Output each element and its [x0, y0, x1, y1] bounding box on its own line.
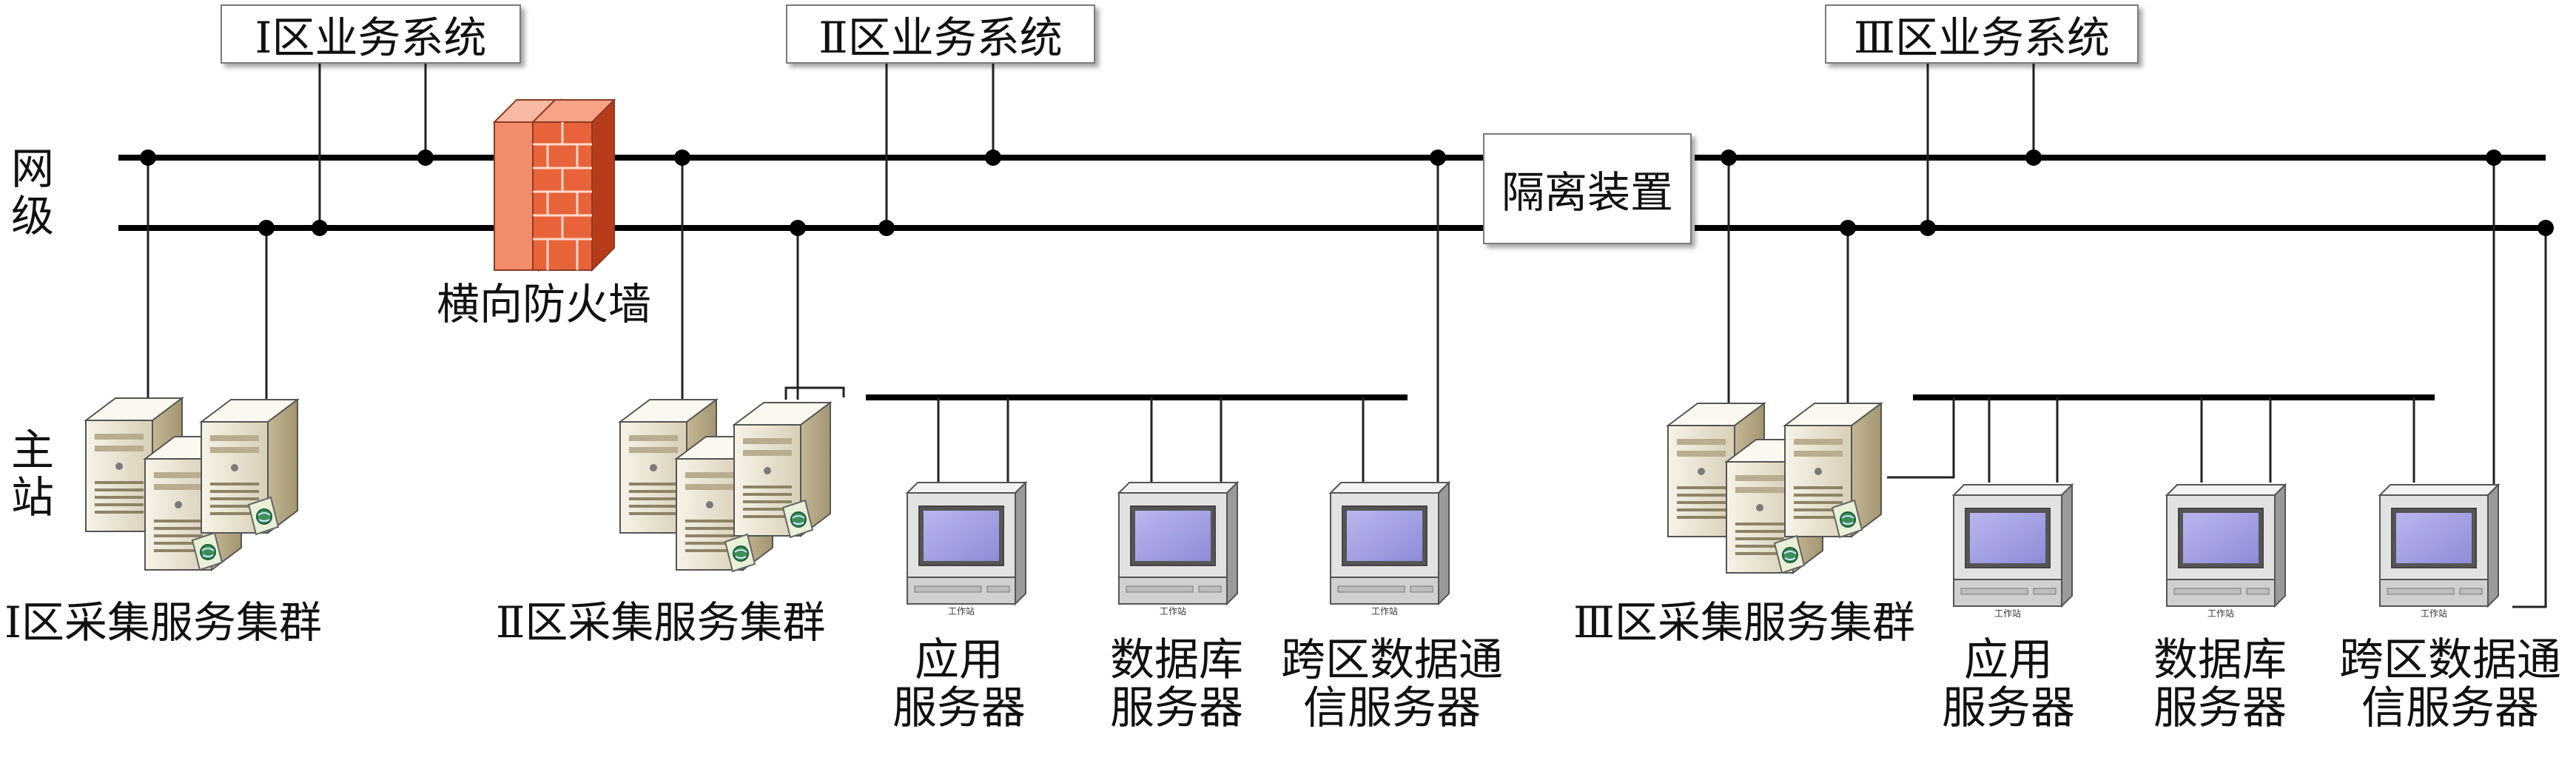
- workstation-icon: [1953, 484, 2073, 619]
- zone3-cluster-label: Ⅲ区采集服务集群: [1573, 597, 1915, 648]
- firewall-icon: [492, 98, 616, 272]
- cross-zone-server-label: 跨区数据通 信服务器: [1281, 634, 1503, 734]
- server-tower-icon: [1784, 403, 1882, 537]
- connector-lines: [147, 53, 2547, 608]
- server-cluster-zone3: [1667, 403, 1882, 574]
- workstation-icon: [2166, 484, 2286, 619]
- zone1-system-box: Ⅰ区业务系统: [221, 4, 521, 64]
- master-station-label: 主 站: [10, 425, 54, 523]
- network-level-label: 网 级: [10, 144, 54, 241]
- cross-zone-server-label-zone3: 跨区数据通 信服务器: [2339, 634, 2561, 734]
- zone3-system-label: Ⅲ区业务系统: [1854, 13, 2110, 63]
- zone2-system-box: Ⅱ区业务系统: [786, 4, 1095, 64]
- workstation-icon: [907, 482, 1026, 617]
- workstation-icon: [1118, 482, 1238, 617]
- zone3-system-box: Ⅲ区业务系统: [1825, 4, 2139, 64]
- db-server-label: 数据库 服务器: [1110, 634, 1243, 734]
- zone1-system-label: Ⅰ区业务系统: [255, 13, 487, 63]
- isolation-device-label: 隔离装置: [1501, 167, 1673, 218]
- workstation-icon: [2379, 484, 2499, 619]
- junction-dots: [140, 149, 2554, 236]
- isolation-device-box: 隔离装置: [1483, 133, 1692, 244]
- workstation-icon: [1330, 482, 1450, 617]
- server-cluster-zone2: [619, 399, 831, 572]
- zone1-cluster-label: Ⅰ区采集服务集群: [4, 597, 322, 648]
- app-server-label: 应用 服务器: [892, 634, 1026, 734]
- server-tower-icon: [733, 402, 831, 537]
- zone2-cluster-label: Ⅱ区采集服务集群: [496, 597, 826, 648]
- server-cluster-zone1: [85, 397, 298, 571]
- app-server-label-zone3: 应用 服务器: [1942, 634, 2075, 734]
- db-server-label-zone3: 数据库 服务器: [2153, 634, 2287, 734]
- zone2-system-label: Ⅱ区业务系统: [818, 13, 1063, 63]
- server-tower-icon: [201, 399, 298, 534]
- firewall-label: 横向防火墙: [437, 279, 652, 329]
